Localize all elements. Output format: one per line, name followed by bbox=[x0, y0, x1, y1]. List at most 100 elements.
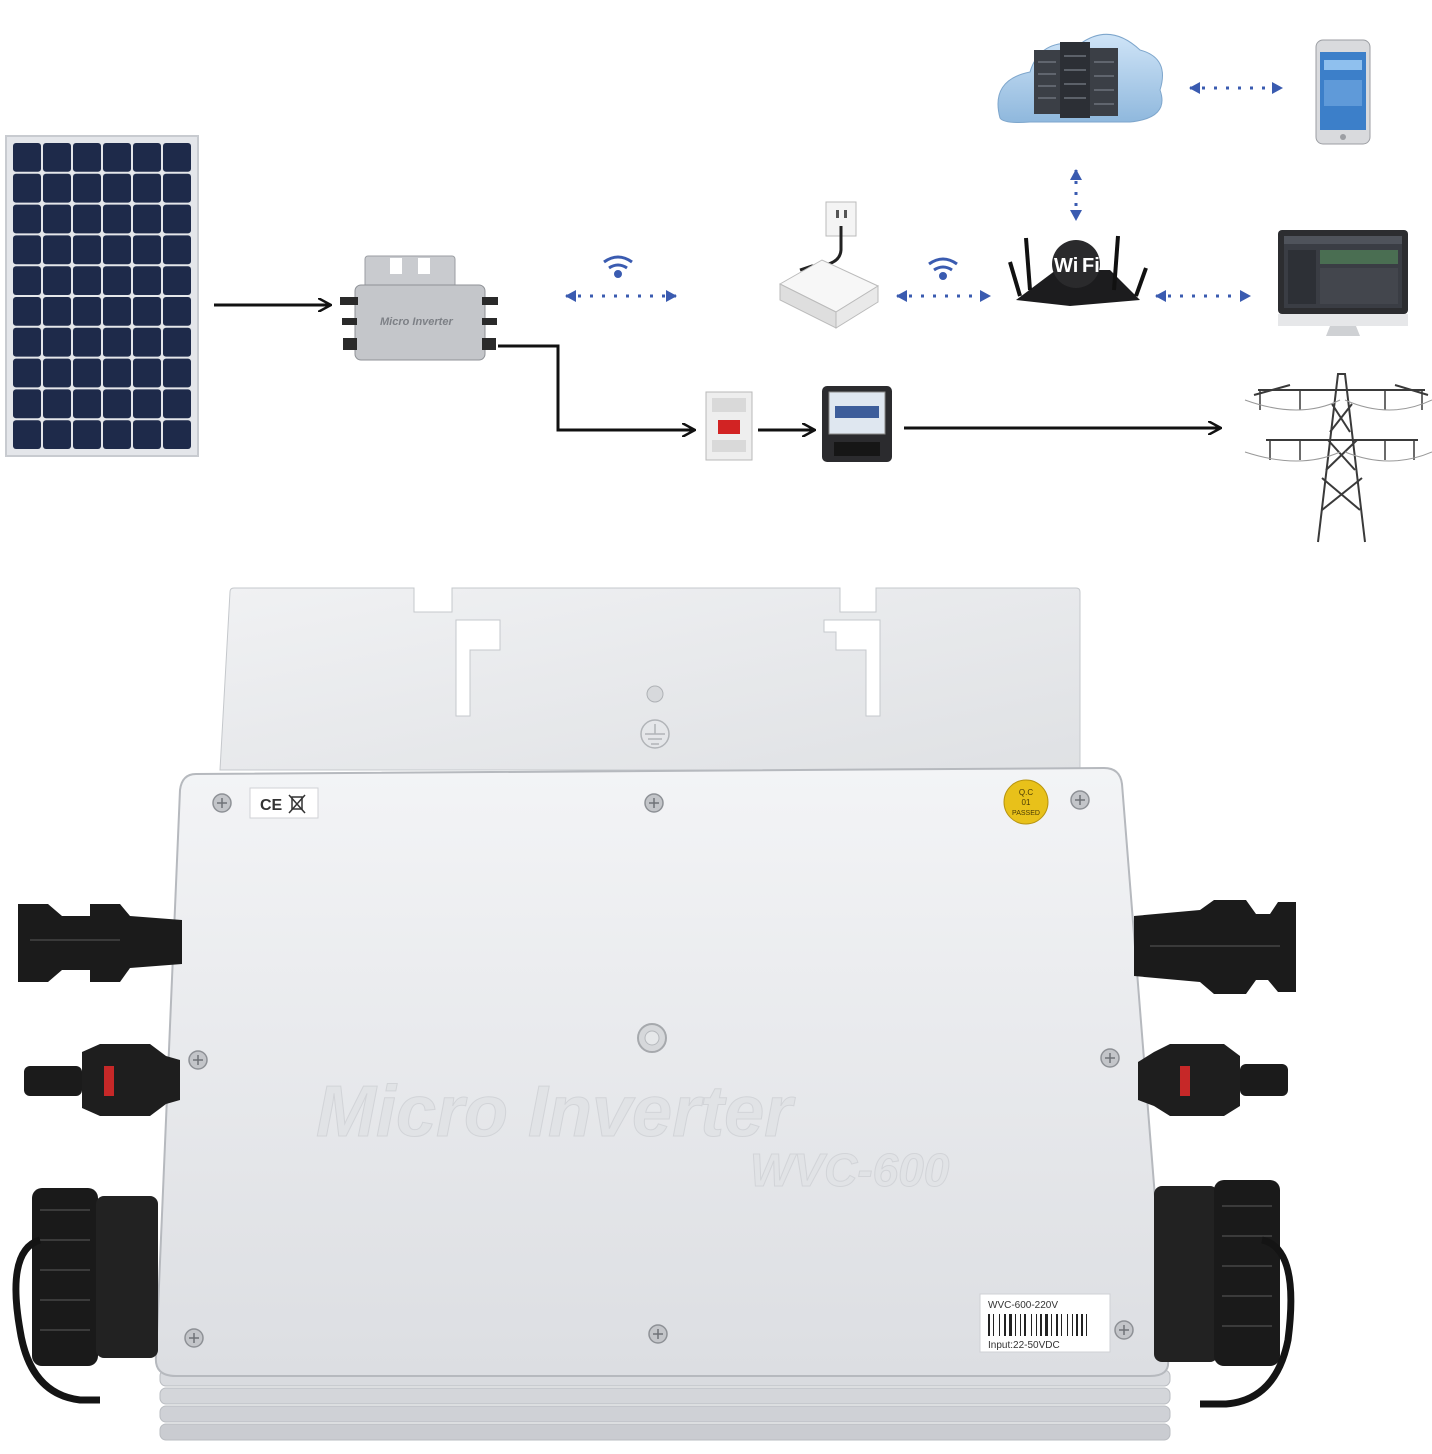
solar-cell bbox=[163, 358, 191, 388]
solar-cell bbox=[103, 327, 131, 357]
barcode-bar bbox=[1040, 1314, 1042, 1336]
solar-cell bbox=[133, 358, 161, 388]
housing-screws bbox=[184, 790, 1134, 1348]
solar-cell bbox=[13, 389, 41, 419]
left-ac-connector bbox=[12, 1188, 158, 1404]
ce-mark-sticker: CE bbox=[249, 787, 319, 819]
embossed-model-text: WVC-600 bbox=[750, 1144, 950, 1196]
wifi-router: Wi Fi bbox=[1008, 235, 1148, 306]
solar-cell bbox=[103, 297, 131, 326]
solar-cell bbox=[43, 204, 71, 234]
solar-cell bbox=[13, 204, 41, 234]
gateway-device bbox=[778, 259, 880, 329]
barcode-bar bbox=[1004, 1314, 1006, 1336]
solar-cell bbox=[13, 266, 41, 295]
solar-cell bbox=[103, 266, 131, 295]
solar-cell bbox=[103, 143, 131, 172]
qc-line3: PASSED bbox=[1012, 810, 1040, 817]
electric-meter bbox=[822, 386, 892, 462]
solar-cell bbox=[43, 235, 71, 265]
cloud-server-icon bbox=[997, 33, 1163, 123]
left-dc-connector-bottom bbox=[24, 1044, 180, 1116]
solar-cell bbox=[73, 358, 101, 388]
barcode-icon bbox=[988, 1314, 1087, 1336]
solar-cell bbox=[133, 235, 161, 265]
right-ac-connector bbox=[1154, 1180, 1295, 1408]
wifi-badge-text: Wi bbox=[1054, 255, 1078, 277]
barcode-bar bbox=[1020, 1314, 1021, 1336]
solar-cell bbox=[103, 358, 131, 388]
barcode-bar bbox=[1015, 1314, 1016, 1336]
solar-cell bbox=[73, 266, 101, 295]
mounting-plate bbox=[219, 587, 1081, 771]
inverter-housing bbox=[154, 766, 1170, 1377]
solar-cell bbox=[133, 173, 161, 203]
inverter-small-label: Micro Inverter bbox=[380, 316, 453, 328]
barcode-bar bbox=[1086, 1314, 1087, 1336]
solar-panel bbox=[5, 135, 199, 457]
solar-cell bbox=[163, 204, 191, 234]
solar-cell bbox=[73, 173, 101, 203]
solar-cell bbox=[43, 266, 71, 295]
barcode-bar bbox=[1067, 1314, 1068, 1336]
solar-cell bbox=[43, 420, 71, 449]
product-label: WVC-600-220V Input:22-50VDC bbox=[979, 1293, 1111, 1353]
circuit-breaker bbox=[705, 391, 753, 461]
solar-cell bbox=[73, 143, 101, 172]
arrow-inverter-to-breaker bbox=[498, 344, 694, 430]
solar-cell bbox=[13, 420, 41, 449]
solar-cell bbox=[133, 389, 161, 419]
solar-cell bbox=[163, 143, 191, 172]
barcode-bar bbox=[1031, 1314, 1032, 1336]
barcode-bar bbox=[1036, 1314, 1037, 1336]
solar-cell bbox=[163, 389, 191, 419]
solar-cell bbox=[133, 297, 161, 326]
solar-cell bbox=[103, 173, 131, 203]
embossed-brand-text: Micro Inverter bbox=[316, 1072, 796, 1152]
solar-cell bbox=[13, 358, 41, 388]
solar-cell bbox=[43, 389, 71, 419]
solar-cell bbox=[133, 420, 161, 449]
barcode-bar bbox=[1045, 1314, 1048, 1336]
solar-cell bbox=[103, 420, 131, 449]
solar-cell bbox=[133, 204, 161, 234]
wall-socket-icon bbox=[799, 201, 857, 272]
right-dc-connector-bottom bbox=[1138, 1044, 1288, 1116]
solar-cell bbox=[73, 297, 101, 326]
right-dc-connector-top bbox=[1134, 900, 1296, 994]
barcode-bar bbox=[1056, 1314, 1058, 1336]
solar-cell bbox=[163, 235, 191, 265]
qc-line2: 01 bbox=[1022, 798, 1031, 807]
solar-cell bbox=[163, 327, 191, 357]
solar-cell bbox=[73, 235, 101, 265]
solar-cell bbox=[163, 297, 191, 326]
barcode-bar bbox=[1061, 1314, 1062, 1336]
solar-cell bbox=[43, 143, 71, 172]
qc-line1: Q.C bbox=[1019, 788, 1033, 797]
solar-cell bbox=[43, 297, 71, 326]
solar-cell bbox=[73, 420, 101, 449]
solar-cell bbox=[133, 143, 161, 172]
solar-cell bbox=[163, 420, 191, 449]
solar-cell bbox=[73, 389, 101, 419]
solar-cell bbox=[133, 327, 161, 357]
solar-cell bbox=[13, 297, 41, 326]
barcode-bar bbox=[993, 1314, 994, 1336]
solar-cell bbox=[13, 235, 41, 265]
wifi-icon bbox=[603, 255, 633, 278]
left-dc-connector-top bbox=[18, 904, 182, 982]
smartphone-icon bbox=[1315, 39, 1371, 145]
barcode-bar bbox=[999, 1314, 1000, 1336]
wifi-icon-2 bbox=[928, 257, 958, 280]
solar-cell bbox=[13, 143, 41, 172]
solar-cell bbox=[43, 173, 71, 203]
solar-cell bbox=[43, 327, 71, 357]
desktop-computer-icon bbox=[1278, 230, 1408, 336]
solar-cell bbox=[73, 204, 101, 234]
label-input-text: Input:22-50VDC bbox=[988, 1340, 1060, 1351]
solar-cell bbox=[13, 173, 41, 203]
barcode-bar bbox=[988, 1314, 990, 1336]
solar-cell bbox=[43, 358, 71, 388]
barcode-bar bbox=[1081, 1314, 1083, 1336]
